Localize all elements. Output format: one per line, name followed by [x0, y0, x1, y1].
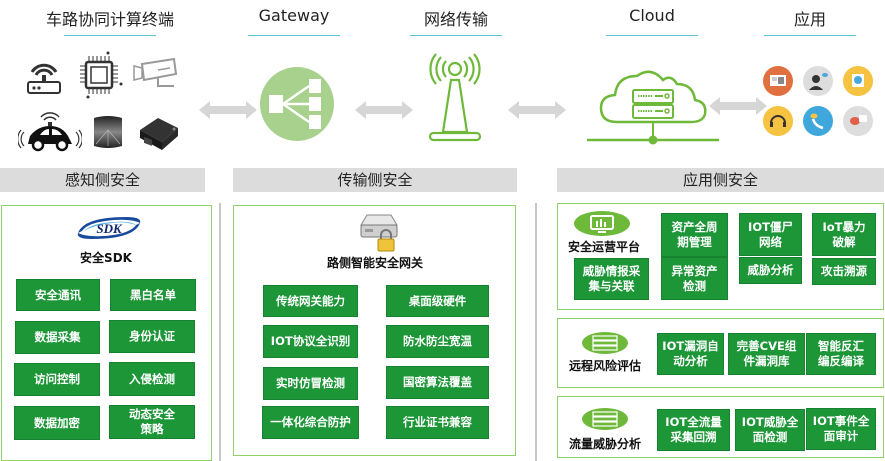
transport-btn-traditional-gateway[interactable]: 传统网关能力 [263, 285, 358, 317]
risk-btn-cve-library[interactable]: 完善CVE组 件漏洞库 [728, 333, 805, 375]
chat-icon [843, 106, 873, 136]
transport-btn-waterproof[interactable]: 防水防尘宽温 [386, 325, 489, 358]
autonomous-car-icon [18, 112, 82, 152]
transport-btn-desktop-hardware[interactable]: 桌面级硬件 [386, 285, 489, 317]
radio-tower-icon [428, 53, 482, 142]
title-underline [64, 35, 156, 36]
cloud-server-icon [587, 70, 719, 145]
sdk-logo-icon: SDK [77, 217, 141, 239]
webcam-icon [843, 66, 873, 96]
ops-btn-threat-intel[interactable]: 威胁情报采 集与关联 [574, 258, 649, 300]
ops-btn-iot-bruteforce[interactable]: IoT暴力 破解 [812, 213, 876, 256]
risk-btn-vuln-analysis[interactable]: IOT漏洞自 动分析 [657, 333, 724, 375]
perception-btn-data-collection[interactable]: 数据采集 [15, 321, 100, 354]
section-header-perception: 感知侧安全 [0, 168, 205, 192]
risk-btn-decompile[interactable]: 智能反汇 编反编译 [806, 333, 876, 375]
customer-service-icon [803, 66, 833, 96]
transport-btn-spoof-detection[interactable]: 实时仿冒检测 [263, 367, 358, 400]
headset-icon [763, 106, 793, 136]
video-conference-icon [763, 66, 793, 96]
lidar-icon [94, 116, 122, 148]
perception-btn-secure-comm[interactable]: 安全通讯 [16, 279, 100, 311]
column-title-application: 应用 [793, 10, 826, 29]
transport-title: 路侧智能安全网关 [326, 256, 423, 270]
sdk-logo-text: SDK [96, 221, 123, 236]
perception-title: 安全SDK [80, 251, 132, 265]
transport-btn-sm-algorithms[interactable]: 国密算法覆盖 [386, 366, 489, 399]
column-title-cloud: Cloud [629, 6, 675, 25]
transport-btn-integrated-protection[interactable]: 一体化综合防护 [262, 406, 359, 439]
ops-btn-threat-analysis[interactable]: 威胁分析 [739, 257, 802, 284]
ops-btn-asset-lifecycle[interactable]: 资产全周 期管理 [661, 213, 728, 257]
column-title-terminal: 车路协同计算终端 [45, 10, 174, 29]
chip-icon [80, 51, 123, 99]
perception-btn-dynamic-policy[interactable]: 动态安全 策略 [109, 405, 195, 439]
transport-btn-iot-protocol[interactable]: IOT协议全识别 [263, 325, 358, 358]
bidirectional-arrow-icon [709, 97, 767, 115]
ops-btn-attack-trace[interactable]: 攻击溯源 [812, 258, 876, 285]
section-header-transport: 传输侧安全 [233, 168, 517, 192]
bidirectional-arrow-icon [199, 101, 257, 119]
column-title-gateway: Gateway [258, 6, 330, 25]
monitor-chart-icon [574, 211, 630, 236]
traffic-btn-threat-detection[interactable]: IOT威胁全 面检测 [735, 409, 805, 451]
title-underline [606, 35, 698, 36]
control-box-icon [140, 118, 178, 150]
router-icon [27, 63, 61, 94]
secure-gateway-lock-icon [360, 214, 398, 252]
traffic-btn-full-capture[interactable]: IOT全流量 采集回溯 [657, 409, 730, 451]
bidirectional-arrow-icon [355, 101, 413, 119]
traffic-btn-event-audit[interactable]: IOT事件全 面审计 [806, 408, 876, 450]
phone-call-icon [803, 106, 833, 136]
app-risk-title: 远程风险评估 [568, 359, 641, 373]
perception-btn-blacklist[interactable]: 黑白名单 [110, 279, 196, 311]
ops-btn-iot-botnet[interactable]: IOT僵尸 网络 [739, 213, 802, 256]
column-divider [535, 203, 537, 461]
app-ops-title: 安全运营平台 [567, 240, 640, 254]
title-underline [764, 35, 856, 36]
server-rack-icon [582, 332, 628, 354]
section-header-application: 应用侧安全 [557, 168, 884, 192]
ops-btn-abnormal-asset[interactable]: 异常资产 检测 [661, 257, 728, 300]
column-divider [219, 203, 221, 461]
bidirectional-arrow-icon [508, 101, 566, 119]
camera-icon [133, 58, 178, 87]
title-underline [248, 35, 340, 36]
title-underline [410, 35, 502, 36]
perception-btn-intrusion-detection[interactable]: 入侵检测 [109, 362, 195, 396]
perception-btn-data-encryption[interactable]: 数据加密 [14, 406, 100, 440]
perception-btn-identity-auth[interactable]: 身份认证 [109, 320, 195, 353]
transport-btn-cert-compat[interactable]: 行业证书兼容 [386, 406, 489, 439]
gateway-distribution-icon [260, 67, 334, 141]
app-traffic-title: 流量威胁分析 [568, 437, 641, 451]
server-rack-icon [582, 408, 628, 430]
column-title-network: 网络传输 [423, 10, 488, 29]
perception-btn-access-control[interactable]: 访问控制 [14, 363, 100, 396]
